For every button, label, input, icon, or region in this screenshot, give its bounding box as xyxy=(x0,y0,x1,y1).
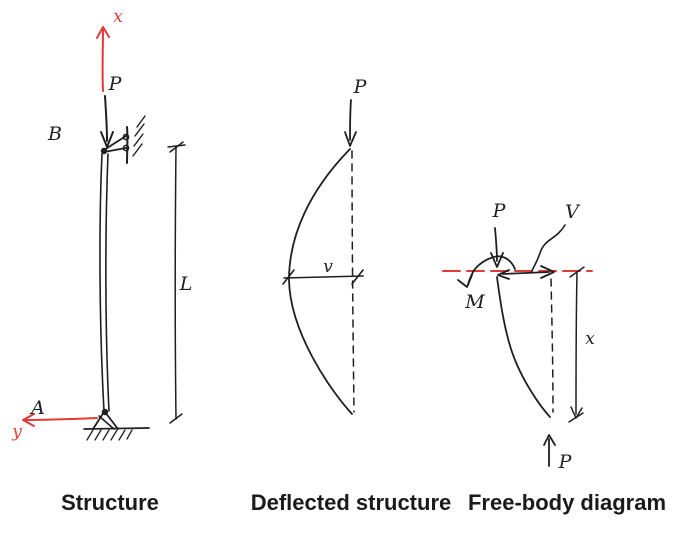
caption-deflected-structure: Deflected structure xyxy=(251,490,452,515)
load-arrow-shaft xyxy=(104,95,108,142)
load-p-label: P xyxy=(492,200,507,222)
length-dimension-line xyxy=(174,145,177,420)
support-link-lower xyxy=(103,147,127,153)
caption-free-body-diagram: Free-body diagram xyxy=(468,490,666,515)
shear-arrow-shaft xyxy=(502,271,550,275)
column-left-edge xyxy=(99,153,105,412)
pin-support-legs xyxy=(92,411,119,430)
free-body-dashed-line xyxy=(550,278,554,413)
joint-a-label: A xyxy=(29,397,45,419)
reaction-label: P xyxy=(558,451,573,473)
y-axis-arrowhead-icon xyxy=(22,413,35,427)
load-arrowhead-icon xyxy=(344,131,357,147)
link-pin-upper xyxy=(122,133,130,141)
figure-deflected-structure: P v Deflected structure xyxy=(251,76,452,515)
load-arrow-shaft xyxy=(349,99,352,141)
load-p-label: P xyxy=(353,76,368,98)
shear-label: V xyxy=(565,201,581,223)
length-dim-top-bar xyxy=(167,144,186,148)
load-arrow-shaft xyxy=(494,227,498,262)
support-link-upper xyxy=(103,135,127,151)
x-dimension-line xyxy=(575,272,578,415)
free-body-curve xyxy=(496,276,551,418)
x-dim-bottom-tick xyxy=(568,412,584,423)
moment-label: M xyxy=(464,291,485,313)
length-label: L xyxy=(179,273,193,295)
cut-distance-label: x xyxy=(585,329,595,349)
x-axis-label: x xyxy=(113,7,123,27)
x-dim-top-tick xyxy=(569,266,585,278)
deflection-label: v xyxy=(323,257,333,277)
deflected-curve xyxy=(288,148,353,415)
caption-structure: Structure xyxy=(61,490,159,515)
column-right-edge xyxy=(105,153,110,412)
shear-leader-line xyxy=(531,224,566,272)
y-axis-arrow-shaft xyxy=(24,417,98,421)
length-dim-top-tick xyxy=(169,141,184,153)
ground-line xyxy=(83,427,150,430)
reaction-arrowhead-icon xyxy=(543,434,556,446)
wall-hatching xyxy=(132,115,146,157)
deflection-offset-line xyxy=(283,275,364,279)
x-axis-arrowhead-icon xyxy=(96,26,110,39)
ground-hatching xyxy=(86,429,133,441)
deflection-left-tick xyxy=(282,269,295,285)
y-axis-label: y xyxy=(11,422,22,442)
deflection-right-tick xyxy=(351,269,364,285)
moment-arrowhead-icon xyxy=(457,274,473,288)
length-dim-bottom-tick xyxy=(169,413,183,424)
shear-arrowhead-icon xyxy=(540,265,555,279)
figure-structure: x P B xyxy=(11,7,192,515)
link-pin-lower xyxy=(122,144,130,152)
joint-b-label: B xyxy=(47,123,62,145)
load-p-label: P xyxy=(108,73,123,95)
load-arrowhead-icon xyxy=(100,131,114,148)
shear-left-arrowhead-icon xyxy=(497,269,510,280)
figure-free-body-diagram: P V M x P Free-body diagram xyxy=(442,200,666,515)
